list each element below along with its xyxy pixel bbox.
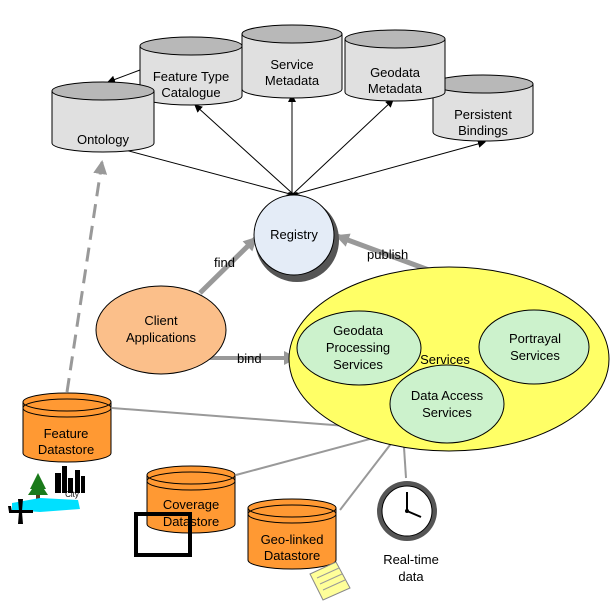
city-label: City [65, 490, 79, 499]
cylinder-coverage-datastore[interactable]: Coverage Datastore [146, 465, 236, 534]
coverage-ds-line1: Coverage [163, 497, 219, 512]
realtime-line2: data [398, 569, 424, 584]
publish-label: publish [367, 247, 408, 262]
geodata-metadata-line1: Geodata [370, 65, 421, 80]
tree-icon [28, 473, 48, 499]
find-label: find [214, 255, 235, 270]
geodata-metadata-line2: Metadata [368, 81, 423, 96]
river-shape [12, 498, 80, 512]
cylinder-feature-datastore[interactable]: Feature Datastore [22, 392, 112, 463]
cylinder-persistent-bindings[interactable]: Persistent Bindings [432, 74, 534, 142]
data-access-line1: Data Access [411, 388, 484, 403]
service-portrayal[interactable]: Portrayal Services [478, 309, 590, 385]
cylinder-ontology[interactable]: Ontology [51, 81, 155, 153]
cylinder-feature-type-catalogue[interactable]: Feature Type Catalogue [139, 36, 243, 106]
selection-box [134, 512, 192, 557]
client-line1: Client [144, 313, 178, 328]
portrayal-line2: Services [510, 348, 560, 363]
gps-line3: Services [333, 357, 383, 372]
gps-line2: Processing [326, 340, 390, 355]
registry-catalog-links [107, 69, 486, 201]
realtime-line1: Real-time [383, 552, 439, 567]
service-metadata-line1: Service [270, 57, 313, 72]
feature-ds-line1: Feature [44, 426, 89, 441]
geolinked-ds-line2: Datastore [264, 548, 320, 563]
bind-label: bind [237, 351, 262, 366]
portrayal-line1: Portrayal [509, 331, 561, 346]
services-label: Services [420, 352, 470, 367]
registry-label: Registry [270, 227, 318, 242]
service-geodata-processing[interactable]: Geodata Processing Services [296, 310, 422, 386]
cylinder-geolinked-datastore[interactable]: Geo-linked Datastore [247, 498, 337, 570]
client-applications-node[interactable]: Client Applications [95, 285, 227, 375]
registry-node[interactable]: Registry [253, 194, 339, 282]
city-icon [55, 466, 85, 493]
data-access-line2: Services [422, 405, 472, 420]
clock-icon[interactable] [377, 481, 437, 541]
service-metadata-line2: Metadata [265, 73, 320, 88]
persistent-bindings-line2: Bindings [458, 123, 508, 138]
feature-ds-line2: Datastore [38, 442, 94, 457]
feature-type-line1: Feature Type [153, 69, 229, 84]
service-data-access[interactable]: Data Access Services [389, 364, 505, 444]
cylinder-service-metadata[interactable]: Service Metadata [241, 24, 343, 99]
notepad-icon [309, 561, 351, 601]
feature-type-line2: Catalogue [161, 85, 220, 100]
gps-line1: Geodata [333, 323, 384, 338]
client-line2: Applications [126, 330, 197, 345]
cylinder-geodata-metadata[interactable]: Geodata Metadata [344, 29, 446, 102]
persistent-bindings-line1: Persistent [454, 107, 512, 122]
geolinked-ds-line1: Geo-linked [261, 532, 324, 547]
ontology-label: Ontology [77, 132, 130, 147]
airplane-icon [8, 499, 33, 524]
